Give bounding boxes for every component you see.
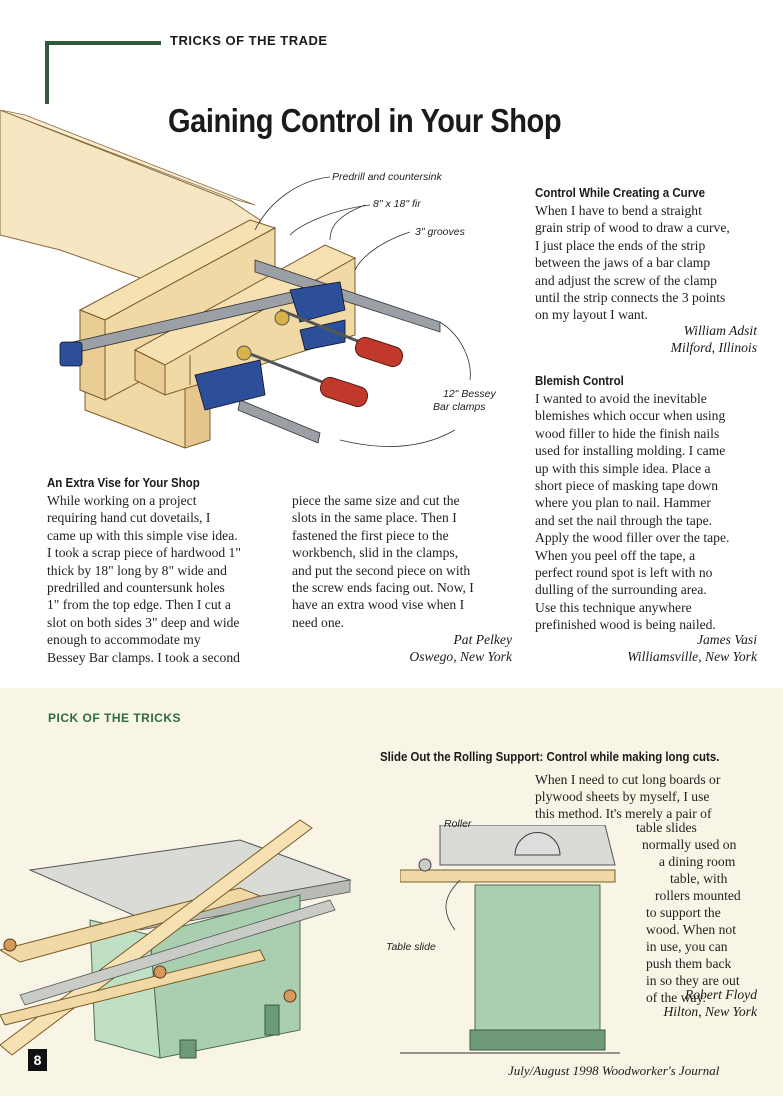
text-line: wood filler to hide the finish nails [535,425,720,441]
vise-author: Pat Pelkey [453,632,513,647]
text-line: slot on both sides 3" deep and wide [47,614,240,630]
curve-article-body: When I have to bend a straight grain str… [535,202,730,324]
vise-location: Oswego, New York [409,649,512,664]
blemish-author: James Vasi [696,632,757,647]
text-line: Use this technique anywhere [535,599,692,615]
callout-fir: 8" x 18" fir [373,198,421,210]
pick-line-1: plywood sheets by myself, I use [535,789,710,804]
text-line: need one. [292,614,345,630]
text-line: used for installing molding. I came [535,443,726,459]
vise-illustration [0,110,471,449]
pick-line-0: When I need to cut long boards or [535,772,721,787]
text-line: dulling of the surrounding area. [535,582,707,598]
text-line: and set the nail through the tape. [535,512,713,528]
page-title: Gaining Control in Your Shop [168,102,562,139]
pick-line-11: push them back [646,956,732,971]
text-line: Bessey Bar clamps. I took a second [47,649,240,665]
pick-article-title: Slide Out the Rolling Support: Control w… [380,749,720,764]
issue-line: July/August 1998 Woodworker's Journal [508,1063,720,1078]
callout-grooves: 3" grooves [415,226,465,238]
pick-line-12: in so they are out [646,973,740,988]
pick-line-4: normally used on [642,837,737,852]
pick-line-5: a dining room [659,854,736,869]
pick-line-10: in use, you can [646,939,728,954]
table-saw-illustration [0,819,352,1059]
vise-article-title: An Extra Vise for Your Shop [47,476,200,490]
pick-line-9: wood. When not [646,922,736,937]
blemish-article-body: I wanted to avoid the inevitable blemish… [535,390,729,634]
pick-line-2: this method. It's merely a pair of [535,806,712,821]
text-line: and adjust the screw of the clamp [535,272,717,288]
blemish-location: Williamsville, New York [627,649,757,664]
header-rule-vertical [45,41,49,104]
text-line: grain strip of wood to draw a curve, [535,220,730,236]
callout-roller: Roller [444,818,472,830]
callout-table-slide: Table slide [386,941,436,953]
curve-author: William Adsit [683,323,757,338]
text-line: While working on a project [47,493,197,508]
text-line: until the strip connects the 3 points [535,290,726,306]
text-line: requiring hand cut dovetails, I [47,510,211,526]
text-line: the screw ends facing out. Now, I [292,580,474,596]
text-line: enough to accommodate my [47,632,201,648]
text-line: slots in the same place. Then I [292,510,457,526]
text-line: short piece of masking tape down [535,478,719,494]
text-line: where you plan to nail. Hammer [535,495,711,511]
vise-article-col1: While working on a project requiring han… [47,492,241,666]
curve-location: Milford, Illinois [670,340,757,355]
pick-line-3: table slides [636,820,697,835]
text-line: came up with this simple vise idea. [47,527,238,543]
curve-article-title: Control While Creating a Curve [535,186,705,200]
pick-line-13: of the way. [646,990,706,1005]
blemish-article-title: Blemish Control [535,374,624,388]
side-view-illustration [400,825,620,1054]
pick-author: Robert Floyd [684,987,757,1002]
pick-location: Hilton, New York [663,1004,757,1019]
page-number: 8 [28,1049,47,1071]
pick-label: PICK OF THE TRICKS [48,711,182,725]
text-line: Apply the wood filler over the tape. [535,530,730,546]
text-line: thick by 18" long by 8" wide and [47,562,227,578]
text-line: perfect round spot is left with no [535,565,713,581]
section-label: TRICKS OF THE TRADE [170,33,328,48]
text-line: up with this simple idea. Place a [535,460,711,476]
callout-bessey: 12" Bessey [443,388,496,400]
text-line: workbench, slid in the clamps, [292,545,459,561]
text-line: blemishes which occur when using [535,408,726,424]
text-line: prefinished wood is being nailed. [535,617,716,633]
text-line: predrilled and countersunk holes [47,580,225,596]
text-line: I wanted to avoid the inevitable [535,391,707,406]
text-line: fastened the first piece to the [292,527,449,543]
pick-line-8: to support the [646,905,721,920]
header-rule-horizontal [45,41,161,45]
pick-line-6: table, with [670,871,728,886]
text-line: I just place the ends of the strip [535,237,706,253]
text-line: When you peel off the tape, a [535,547,696,563]
text-line: and put the second piece on with [292,562,471,578]
text-line: I took a scrap piece of hardwood 1" [47,545,241,561]
text-line: When I have to bend a straight [535,203,702,218]
callout-predrill: Predrill and countersink [332,171,442,183]
text-line: 1" from the top edge. Then I cut a [47,597,231,613]
vise-article-col2: piece the same size and cut the slots in… [292,492,474,631]
callout-bar-clamps: Bar clamps [433,401,486,413]
text-line: piece the same size and cut the [292,493,460,508]
text-line: on my layout I want. [535,307,648,323]
text-line: between the jaws of a bar clamp [535,255,711,271]
pick-line-7: rollers mounted [655,888,741,903]
text-line: have an extra wood vise when I [292,597,465,613]
